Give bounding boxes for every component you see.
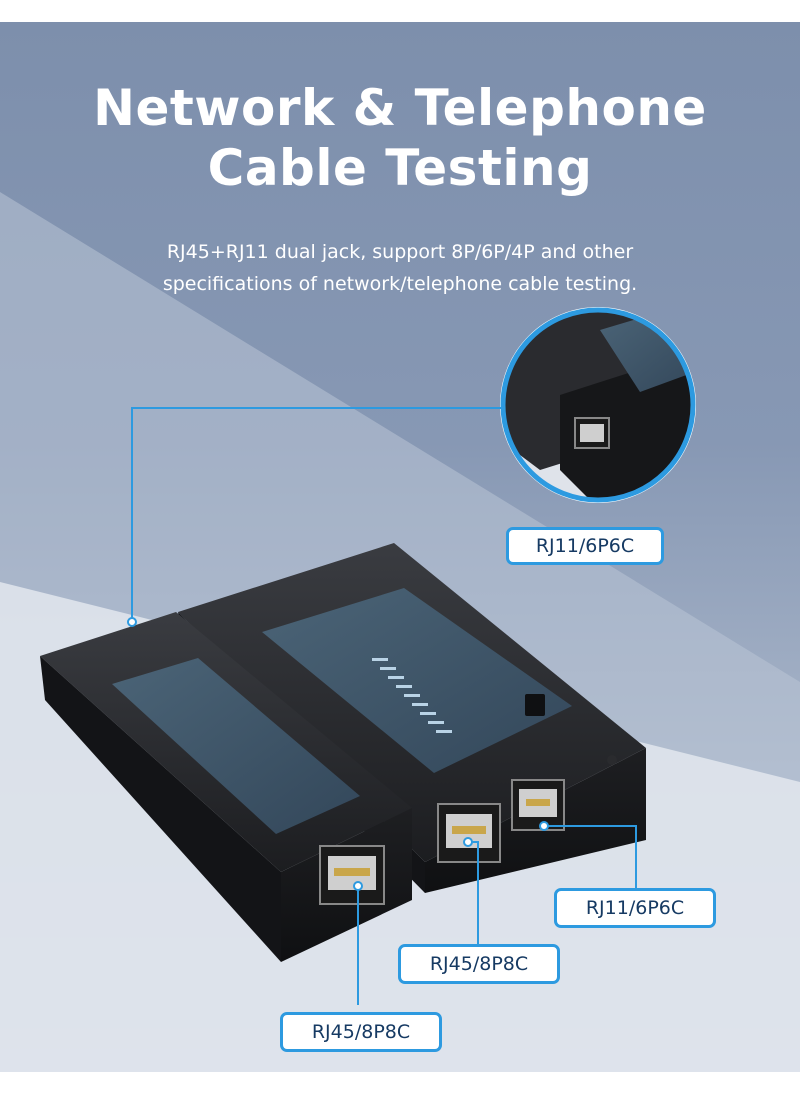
led-indicator — [404, 694, 420, 697]
leader-dot-remote-rj45 — [353, 881, 363, 891]
title-line-1: Network & Telephone — [93, 79, 707, 137]
zoom-detail — [500, 307, 696, 503]
mode-switch — [525, 694, 545, 716]
subtitle-line-2: specifications of network/telephone cabl… — [162, 273, 638, 295]
main-rj11-port — [511, 779, 565, 831]
subtitle-line-1: RJ45+RJ11 dual jack, support 8P/6P/4P an… — [166, 241, 634, 263]
led-indicator — [372, 658, 388, 661]
page-title: Network & Telephone Cable Testing — [0, 78, 800, 198]
main-rj45-port — [437, 803, 501, 863]
remote-label-panel — [112, 658, 360, 834]
leader-dot-rj45 — [463, 837, 473, 847]
led-indicator — [436, 730, 452, 733]
title-line-2: Cable Testing — [207, 139, 593, 197]
callout-main-rj45: RJ45/8P8C — [398, 944, 560, 984]
led-indicator — [388, 676, 404, 679]
callout-remote-rj45: RJ45/8P8C — [280, 1012, 442, 1052]
page-subtitle: RJ45+RJ11 dual jack, support 8P/6P/4P an… — [0, 236, 800, 300]
remote-rj45-port — [319, 845, 385, 905]
leader-dot-rj11 — [539, 821, 549, 831]
power-led — [607, 755, 617, 765]
led-indicator — [396, 685, 412, 688]
main-label-panel — [262, 588, 572, 773]
led-indicator — [420, 712, 436, 715]
led-indicator — [428, 721, 444, 724]
callout-zoom-rj11: RJ11/6P6C — [506, 527, 664, 565]
main-led-column — [372, 658, 452, 733]
led-indicator — [380, 667, 396, 670]
callout-main-rj11: RJ11/6P6C — [554, 888, 716, 928]
led-indicator — [412, 703, 428, 706]
leader-dot-remote — [127, 617, 137, 627]
